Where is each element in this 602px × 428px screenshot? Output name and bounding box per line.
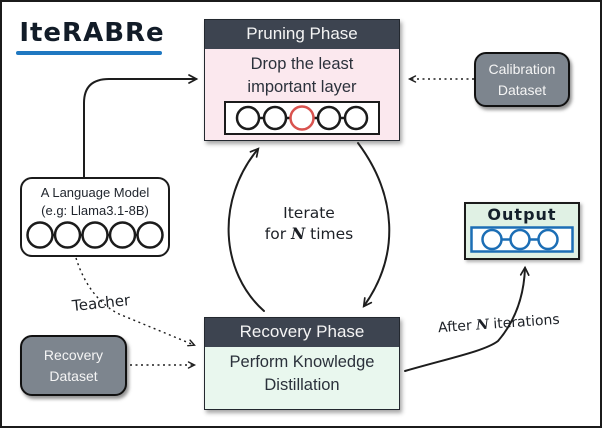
output-box: Output: [464, 202, 580, 260]
model-line1: A Language Model: [40, 185, 150, 200]
output-layer-node: [537, 229, 559, 251]
language-model-box: A Language Model (e.g: Llama3.1-8B): [20, 177, 170, 257]
pruned-layer-node: [289, 105, 315, 131]
recovery-dataset-line2: Dataset: [49, 367, 98, 384]
output-layer-node: [509, 229, 531, 251]
calibration-line2: Dataset: [497, 81, 547, 98]
iterate-for-word: for: [264, 224, 287, 243]
output-label: Output: [487, 205, 557, 224]
after-n-iterations-label: After N iterations: [438, 312, 561, 336]
layer-node: [108, 221, 137, 249]
recovery-dataset-box: Recovery Dataset: [20, 335, 127, 396]
recovery-text-line1: Perform Knowledge: [229, 353, 375, 371]
teacher-label: Teacher: [71, 291, 131, 315]
iterate-times-word: times: [310, 224, 354, 243]
model-layer-chain: [26, 221, 164, 249]
model-to-pruning-arrow: [83, 74, 199, 178]
pruned-layer-chain: [224, 101, 380, 136]
layer-node: [81, 221, 109, 249]
recovery-phase-box: Recovery Phase Perform Knowledge Distill…: [204, 317, 400, 410]
recovery-phase-header: Recovery Phase: [205, 318, 399, 347]
iterate-label: Iterate for N times: [250, 203, 368, 245]
recovery-text-line2: Distillation: [264, 376, 340, 395]
layer-node: [235, 105, 261, 131]
iterate-n-var: N: [291, 223, 306, 243]
after-word: After: [437, 317, 473, 337]
iterate-line2: for N times: [250, 224, 368, 245]
recovery-dataset-line1: Recovery: [43, 347, 104, 364]
layer-node: [136, 221, 164, 249]
layer-node: [262, 105, 288, 131]
pruning-text-line2: important layer: [247, 78, 357, 97]
layer-node: [26, 221, 54, 249]
calibration-dataset-box: Calibration Dataset: [474, 52, 570, 107]
after-n-var: N: [475, 316, 490, 334]
iterate-line1: Iterate: [283, 204, 335, 222]
layer-node: [316, 105, 342, 131]
iterations-word: iterations: [492, 311, 561, 333]
layer-node: [343, 105, 369, 131]
calibration-line1: Calibration: [488, 61, 556, 78]
pruning-phase-header: Pruning Phase: [205, 20, 399, 49]
pruning-text-line1: Drop the least: [250, 55, 354, 73]
figure-title: IteRABRe: [19, 18, 165, 48]
model-line2: (e.g: Llama3.1-8B): [41, 202, 149, 218]
recovery-phase-body: Perform Knowledge Distillation: [205, 347, 399, 409]
output-layer-chain: [470, 226, 574, 254]
title-underline: [16, 51, 162, 55]
layer-node: [53, 221, 82, 249]
pruning-phase-body: Drop the least important layer: [205, 49, 399, 140]
output-layer-node: [481, 229, 503, 251]
pruning-phase-box: Pruning Phase Drop the least important l…: [204, 19, 400, 141]
